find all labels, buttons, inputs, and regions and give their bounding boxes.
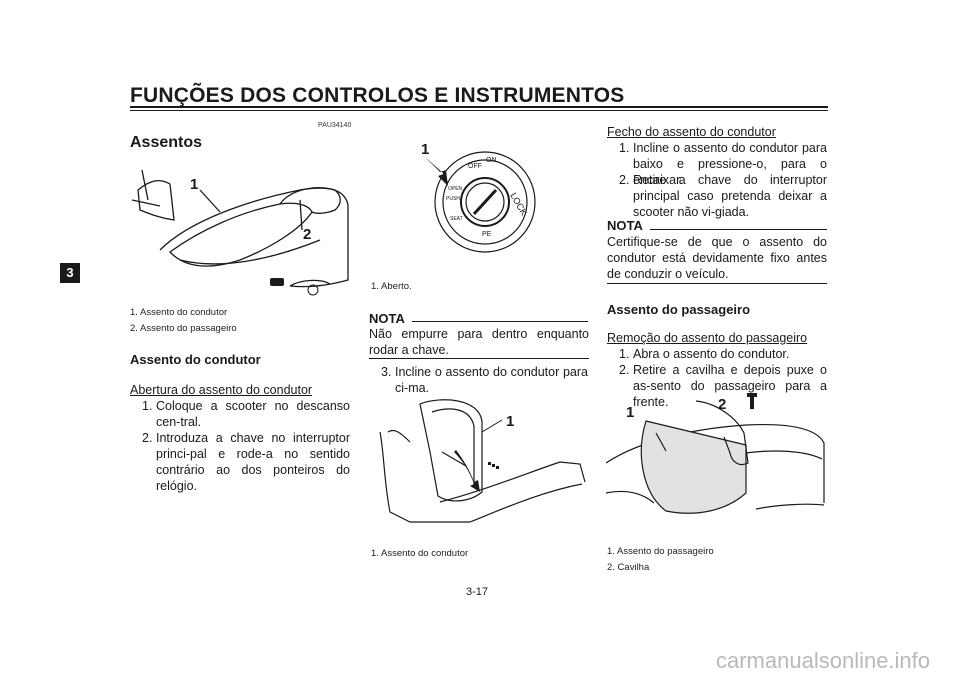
step-text: Incline o assento do condutor para ci-ma…: [395, 365, 588, 395]
nota-text: Certifique-se de que o assento do condut…: [607, 235, 827, 281]
page-number: 3-17: [466, 586, 489, 598]
callout-2: 2: [303, 226, 312, 243]
step-number: 1.: [619, 141, 630, 155]
nota-end-rule: [369, 358, 589, 359]
step-number: 2.: [619, 363, 630, 377]
subheading: Assento do passageiro: [607, 302, 751, 317]
step-text: Incline o assento do condutor para baixo…: [633, 141, 827, 187]
step-text: Retire a chave do interruptor principal …: [633, 173, 827, 219]
figure-caption: 2. Assento do passageiro: [130, 323, 237, 334]
list-item: 2. Retire a chave do interruptor princip…: [619, 172, 827, 220]
step-text: Coloque a scooter no descanso cen-tral.: [156, 399, 350, 429]
list-item: 1. Abra o assento do condutor.: [619, 346, 827, 362]
procedure-title: Remoção do assento do passageiro: [607, 331, 808, 345]
callout-2: 2: [718, 396, 727, 413]
page-header-title: FUNÇÕES DOS CONTROLOS E INSTRUMENTOS: [130, 84, 625, 107]
raised-seat-illustration: [379, 399, 586, 523]
nota-end-rule: [607, 283, 827, 284]
key-label-off: OFF: [468, 163, 482, 170]
callout-1: 1: [626, 404, 635, 421]
figure-caption: 1. Assento do condutor: [371, 548, 469, 559]
step-text: Abra o assento do condutor.: [633, 347, 790, 361]
key-label-pe: PE: [482, 231, 492, 238]
figure-caption: 2. Cavilha: [607, 562, 650, 573]
chapter-tab: 3: [60, 263, 80, 283]
reference-code: PAU34140: [318, 122, 352, 129]
key-label-open: OPEN: [448, 186, 463, 192]
key-label-push: PUSH: [446, 196, 460, 202]
seats-illustration: [131, 169, 349, 296]
figure-caption: 1. Assento do passageiro: [607, 546, 714, 557]
header-rule-thin: [130, 110, 828, 111]
callout-1: 1: [506, 413, 515, 430]
site-watermark: carmanualsonline.info: [716, 648, 931, 673]
step-text: Introduza a chave no interruptor princi-…: [156, 431, 350, 493]
procedure-title: Abertura do assento do condutor: [130, 383, 313, 397]
step-number: 1.: [619, 347, 630, 361]
header-rule: [130, 106, 828, 108]
passenger-seat-illustration: [606, 393, 825, 514]
step-number: 2.: [619, 173, 630, 187]
callout-1: 1: [421, 141, 430, 158]
list-item: 2. Introduza a chave no interruptor prin…: [142, 430, 350, 494]
procedure-title: Fecho do assento do condutor: [607, 125, 776, 139]
list-item: 1. Incline o assento do condutor para ba…: [619, 140, 827, 188]
nota-text: Não empurre para dentro enquanto rodar a…: [369, 327, 589, 357]
list-item: 3. Incline o assento do condutor para ci…: [381, 364, 588, 396]
step-number: 1.: [142, 399, 153, 413]
nota-rule: [412, 321, 588, 322]
key-label-seat: SEAT: [450, 216, 463, 222]
subheading: Assento do condutor: [130, 352, 261, 367]
nota-label: NOTA: [607, 218, 643, 233]
key-switch-illustration: ON OFF LOCK OPEN PUSH SEAT PE: [424, 151, 536, 253]
section-title: Assentos: [130, 134, 203, 151]
step-number: 3.: [381, 365, 392, 379]
nota-label: NOTA: [369, 311, 405, 326]
list-item: 2. Retire a cavilha e depois puxe o as-s…: [619, 362, 827, 410]
step-number: 2.: [142, 431, 153, 445]
step-text: Retire a cavilha e depois puxe o as-sent…: [633, 363, 827, 409]
nota-rule: [650, 229, 827, 230]
callout-1: 1: [190, 176, 199, 193]
figure-caption: 1. Assento do condutor: [130, 307, 228, 318]
figure-caption: 1. Aberto.: [371, 281, 412, 292]
list-item: 1. Coloque a scooter no descanso cen-tra…: [142, 398, 350, 430]
key-label-on: ON: [486, 157, 497, 164]
